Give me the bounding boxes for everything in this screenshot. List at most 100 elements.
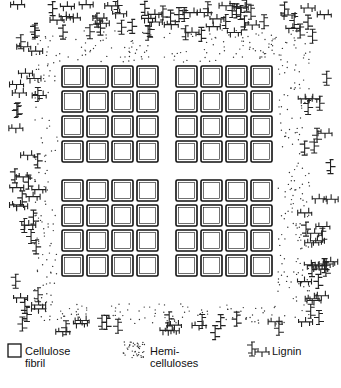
hemicellulose-dot (75, 39, 76, 40)
cellulose-fibril-inner (90, 233, 106, 249)
hemicellulose-dot (129, 345, 130, 346)
hemicellulose-dot (209, 61, 210, 62)
hemicellulose-dot (303, 79, 304, 80)
hemicellulose-dot (43, 74, 44, 75)
hemicellulose-dot (296, 274, 297, 275)
cellulose-fibril-inner (204, 233, 220, 249)
hemicellulose-dot (295, 64, 296, 65)
hemicellulose-dot (275, 37, 276, 38)
hemicellulose-dot (296, 132, 297, 133)
hemicellulose-dot (35, 159, 36, 160)
hemicellulose-dot (38, 172, 39, 173)
lignin-mark (20, 299, 30, 313)
hemicellulose-dot (303, 304, 304, 305)
cellulose-fibril (226, 66, 247, 87)
lignin-mark (301, 222, 311, 236)
hemicellulose-dot (293, 44, 294, 45)
hemicellulose-dot (52, 266, 53, 267)
hemicellulose-dot (279, 73, 280, 74)
hemicellulose-dot (242, 45, 243, 46)
hemicellulose-dot (46, 293, 47, 294)
hemicellulose-dot (291, 176, 292, 177)
hemicellulose-dot (300, 263, 301, 264)
cellulose-fibril-inner (254, 119, 270, 135)
hemicellulose-dot (306, 301, 307, 302)
hemicellulose-dot (280, 59, 281, 60)
hemicellulose-dot (111, 47, 112, 48)
cellulose-grid (62, 66, 272, 276)
hemicellulose-dot (38, 311, 39, 312)
hemicellulose-dot (123, 353, 124, 354)
hemicellulose-dot (57, 319, 58, 320)
hemicellulose-dot (38, 82, 39, 83)
hemicellulose-dot (129, 303, 130, 304)
hemicellulose-dot (59, 60, 60, 61)
hemicellulose-dot (299, 84, 300, 85)
lignin-mark (313, 274, 323, 288)
lignin-mark (306, 304, 316, 318)
hemicellulose-dot (52, 35, 53, 36)
hemicellulose-dot (249, 47, 250, 48)
hemicellulose-dot (183, 61, 184, 62)
cellulose-fibril-inner (65, 144, 81, 160)
hemicellulose-dot (93, 48, 94, 49)
cellulose-fibril (176, 116, 197, 137)
hemicellulose-dot (301, 248, 302, 249)
lignin-mark (11, 274, 21, 288)
hemicellulose-dot (300, 239, 301, 240)
hemicellulose-dot (48, 46, 49, 47)
hemicellulose-dot (281, 234, 282, 235)
lignin-region (9, 0, 338, 340)
hemicellulose-dot (173, 59, 174, 60)
cellulose-fibril (226, 255, 247, 276)
hemicellulose-dot (226, 304, 227, 305)
cellulose-fibril (112, 230, 133, 251)
hemicellulose-dot (127, 347, 128, 348)
legend-label: Lignin (272, 345, 332, 357)
hemicellulose-dot (35, 215, 36, 216)
hemicellulose-dot (44, 186, 45, 187)
hemicellulose-dot (301, 105, 302, 106)
hemicellulose-dot (298, 283, 299, 284)
cellulose-fibril (201, 91, 222, 112)
hemicellulose-dot (100, 40, 101, 41)
hemicellulose-dot (128, 346, 129, 347)
hemicellulose-dot (142, 32, 143, 33)
lignin-mark (143, 26, 153, 40)
hemicellulose-dot (85, 42, 86, 43)
hemicellulose-dot (49, 70, 50, 71)
cellulose-fibril (112, 141, 133, 162)
hemicellulose-dot (300, 234, 301, 235)
cellulose-fibril-inner (90, 144, 106, 160)
hemicellulose-dot (46, 276, 47, 277)
cellulose-fibril-inner (179, 233, 195, 249)
hemicellulose-dot (272, 38, 273, 39)
hemicellulose-dot (180, 52, 181, 53)
cellulose-fibril-inner (140, 144, 156, 160)
hemicellulose-dot (132, 40, 133, 41)
lignin-mark (85, 25, 95, 39)
hemicellulose-dot (134, 351, 135, 352)
hemicellulose-dot (236, 30, 237, 31)
hemicellulose-dot (284, 258, 285, 259)
hemicellulose-dot (296, 300, 297, 301)
hemicellulose-dot (294, 169, 295, 170)
hemicellulose-dot (38, 217, 39, 218)
cellulose-fibril (137, 255, 158, 276)
hemicellulose-dot (137, 346, 138, 347)
hemicellulose-dot (55, 215, 56, 216)
hemicellulose-dot (308, 229, 309, 230)
hemicellulose-dot (182, 306, 183, 307)
hemicellulose-dot (274, 306, 275, 307)
hemicellulose-dot (87, 322, 88, 323)
hemicellulose-dot (42, 142, 43, 143)
lignin-mark (210, 14, 224, 24)
hemicellulose-dot (281, 275, 282, 276)
hemicellulose-dot (290, 88, 291, 89)
cellulose-swatch (8, 344, 21, 357)
hemicellulose-dot (302, 275, 303, 276)
hemicellulose-dot (41, 316, 42, 317)
hemicellulose-dot (124, 354, 125, 355)
hemicellulose-dot (287, 61, 288, 62)
hemicellulose-dot (48, 75, 49, 76)
